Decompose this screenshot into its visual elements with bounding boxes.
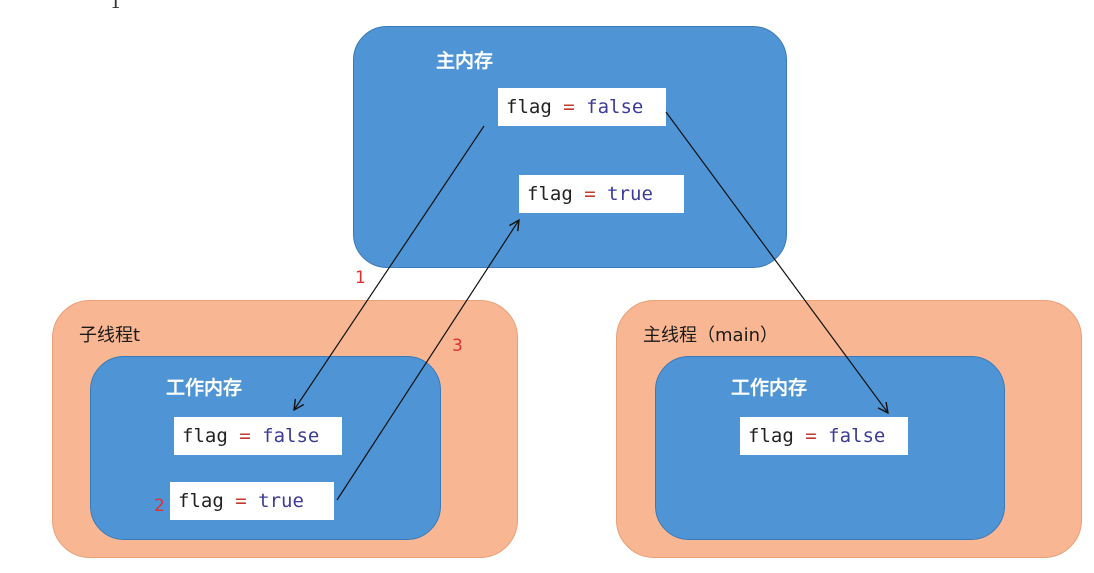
main-memory-flag-false: flag = false — [498, 88, 666, 126]
main-working-memory-title: 工作内存 — [731, 377, 808, 399]
main-memory-title: 主内存 — [436, 50, 494, 72]
child-flag-false: flag = false — [174, 417, 342, 455]
var-value: false — [586, 96, 644, 118]
var-value: true — [607, 183, 653, 205]
var-name: flag — [506, 96, 552, 118]
main-memory-box — [353, 26, 787, 268]
main-thread-title: 主线程（main） — [643, 325, 778, 346]
var-operator: = — [805, 425, 817, 447]
var-operator: = — [235, 490, 247, 512]
var-operator: = — [563, 96, 575, 118]
main-memory-flag-true: flag = true — [519, 175, 684, 213]
child-working-memory-title: 工作内存 — [166, 377, 243, 399]
var-name: flag — [748, 425, 794, 447]
main-thread-flag-false: flag = false — [740, 417, 908, 455]
var-operator: = — [584, 183, 596, 205]
step-1-label: 1 — [355, 268, 366, 288]
child-thread-title: 子线程t — [79, 325, 141, 346]
var-name: flag — [182, 425, 228, 447]
var-value: true — [258, 490, 304, 512]
var-value: false — [262, 425, 320, 447]
stray-mark: 1 — [110, 0, 122, 13]
var-name: flag — [527, 183, 573, 205]
var-operator: = — [239, 425, 251, 447]
child-flag-true: flag = true — [170, 482, 334, 520]
var-value: false — [828, 425, 886, 447]
var-name: flag — [178, 490, 224, 512]
step-3-label: 3 — [452, 336, 463, 356]
step-2-label: 2 — [154, 496, 165, 516]
